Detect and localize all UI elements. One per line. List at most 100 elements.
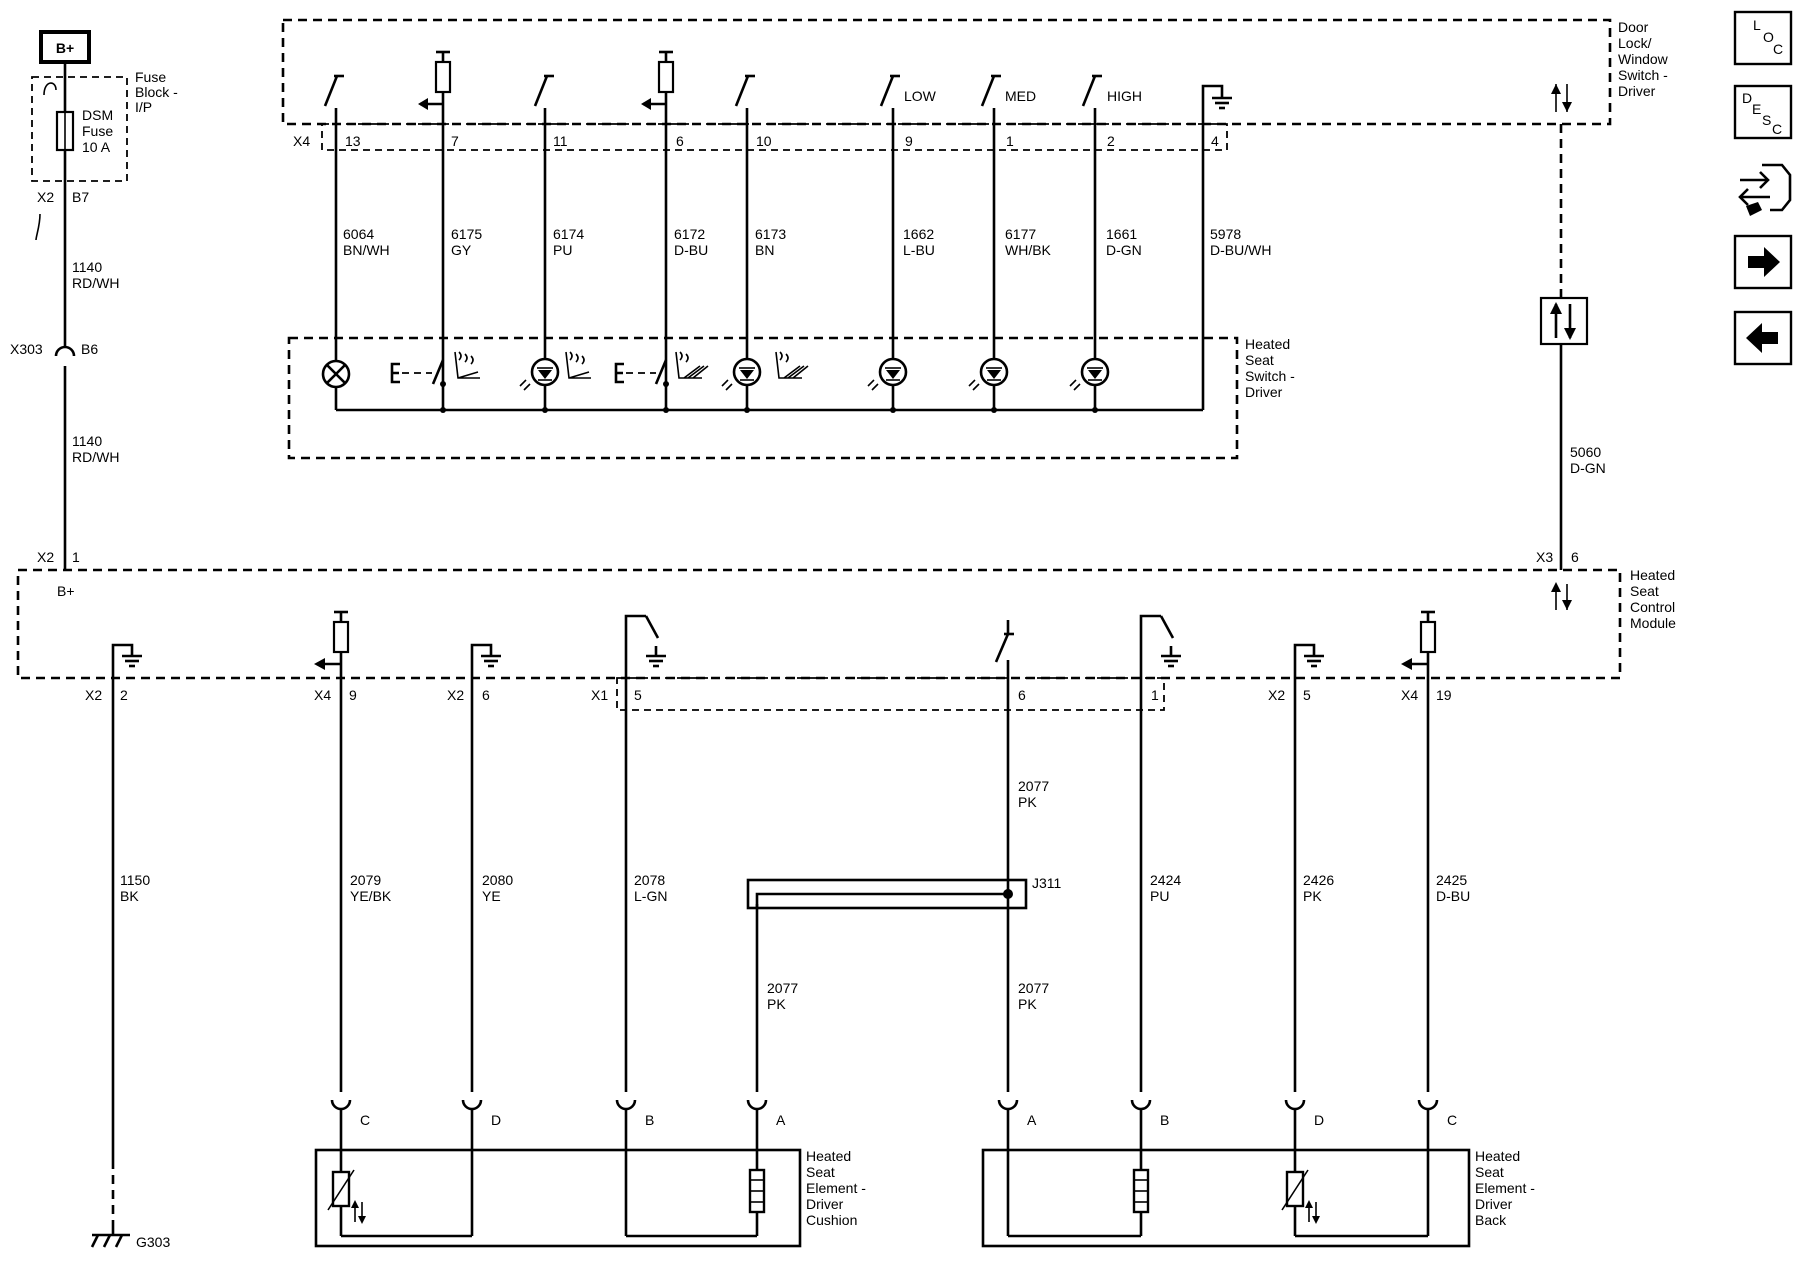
door-pin-13: 13	[345, 133, 361, 149]
mod-conn-7: X2	[1268, 687, 1285, 703]
back-pin-d: D	[1314, 1112, 1324, 1128]
loc-letter-o: O	[1763, 29, 1774, 45]
wire-6174-color: PU	[553, 242, 572, 258]
wire-2079-num: 2079	[350, 872, 381, 888]
previous-page-button[interactable]	[1733, 310, 1793, 366]
wire-1150-num: 1150	[120, 872, 150, 888]
speed-label-low: LOW	[904, 88, 937, 104]
x3-pin-label: 6	[1571, 549, 1579, 565]
serial-data-wire: 5060 D-GN X3 6	[1536, 124, 1606, 570]
module-switch-ground-2	[1139, 614, 1181, 678]
wire-6174-num: 6174	[553, 226, 584, 242]
door-pin-9: 9	[905, 133, 913, 149]
wire-6172-num: 6172	[674, 226, 705, 242]
cushion-title-4: Driver	[806, 1196, 844, 1212]
mod-pin-4: 5	[634, 687, 642, 703]
wire-2080-color: YE	[482, 888, 501, 904]
next-page-button[interactable]	[1733, 234, 1793, 290]
back-temp-arrows-icon	[1305, 1200, 1320, 1224]
module-bplus-label: B+	[57, 583, 75, 599]
wire-6064-num: 6064	[343, 226, 374, 242]
back-title-1: Heated	[1475, 1148, 1520, 1164]
switch-contact-13	[323, 74, 344, 107]
wire-2078-color: L-GN	[634, 888, 667, 904]
module-switch-contact	[994, 620, 1014, 663]
door-switch-title-5: Driver	[1618, 83, 1656, 99]
mod-conn-4: X1	[591, 687, 608, 703]
led-icon-10	[721, 357, 762, 391]
ground-g303: G303	[90, 1225, 170, 1250]
next-arrow-icon	[1748, 247, 1780, 277]
led-icon-low	[867, 357, 908, 391]
wire-6177-color: WH/BK	[1005, 242, 1052, 258]
fuse-block-title-1: Fuse	[135, 69, 166, 85]
heated-switch-title-3: Switch -	[1245, 368, 1295, 384]
cushion-title-3: Element -	[806, 1180, 866, 1196]
ground-icon	[1201, 84, 1232, 124]
door-pin-2: 2	[1107, 133, 1115, 149]
wire-2079-color: YE/BK	[350, 888, 392, 904]
indicator-lamp-icon	[321, 359, 351, 389]
feed-wire-color-1: RD/WH	[72, 275, 119, 291]
x303-connector: X303 B6	[10, 341, 98, 357]
wire-2078-num: 2078	[634, 872, 665, 888]
heated-seat-element-back: Heated Seat Element - Driver Back	[981, 1108, 1535, 1248]
door-pin-11: 11	[553, 133, 568, 149]
cushion-title-1: Heated	[806, 1148, 851, 1164]
module-switch-ground-1	[624, 614, 666, 678]
module-serial-data-icon	[1551, 582, 1572, 610]
wire-2426-color: PK	[1303, 888, 1322, 904]
fuse-label-3: 10 A	[82, 139, 111, 155]
mod-pin-3: 6	[482, 687, 490, 703]
location-button[interactable]: L O C	[1733, 10, 1793, 66]
desc-letter-e: E	[1752, 101, 1761, 117]
fuse-block: Fuse Block - I/P DSM Fuse 10 A X2 B7	[31, 69, 178, 241]
back-title-4: Driver	[1475, 1196, 1513, 1212]
description-button[interactable]: D E S C	[1733, 84, 1793, 140]
seat-heat-icon	[454, 351, 480, 379]
heated-switch-title-1: Heated	[1245, 336, 1290, 352]
module-x2-pin-label: 1	[72, 549, 80, 565]
wire-2077-top-num: 2077	[1018, 778, 1049, 794]
wire-5060-color: D-GN	[1570, 460, 1606, 476]
serial-data-icon	[1551, 84, 1572, 112]
wire-6175-num: 6175	[451, 226, 482, 242]
fuse-label-2: Fuse	[82, 123, 113, 139]
wire-6064-color: BN/WH	[343, 242, 390, 258]
switch-contact-11	[533, 74, 554, 107]
fuse-pin-label: B7	[72, 189, 89, 205]
wire-2425-color: D-BU	[1436, 888, 1470, 904]
mod-conn-3: X2	[447, 687, 464, 703]
fuse-conn-label: X2	[37, 189, 54, 205]
wire-2426-num: 2426	[1303, 872, 1334, 888]
seat-back-heat-icon-2	[775, 351, 809, 379]
fuse-label-1: DSM	[82, 107, 113, 123]
wire-2080-num: 2080	[482, 872, 513, 888]
heated-seat-switch: Heated Seat Switch - Driver	[287, 336, 1295, 460]
connector-icon	[1738, 163, 1792, 216]
switch-contact-9	[879, 74, 900, 107]
switch-wires	[334, 106, 1205, 412]
led-icon-med	[968, 357, 1009, 391]
ground-label: G303	[136, 1234, 170, 1250]
heated-seat-element-cushion: Heated Seat Element - Driver Cushion	[314, 1108, 866, 1248]
connector-end-view-button[interactable]	[1738, 163, 1792, 216]
led-icon-11	[519, 357, 560, 391]
element-connectors: C D B A A B D C	[330, 1099, 1457, 1128]
mod-conn-1: X2	[85, 687, 102, 703]
module-pullup-2	[1401, 610, 1437, 678]
desc-letter-d: D	[1742, 90, 1752, 106]
module-title-2: Seat	[1630, 583, 1659, 599]
wire-1661-color: D-GN	[1106, 242, 1142, 258]
fuse-block-title-2: Block -	[135, 84, 178, 100]
speed-label-high: HIGH	[1107, 88, 1142, 104]
door-lock-window-switch: Door Lock/ Window Switch - Driver X4 LOW…	[281, 18, 1669, 151]
wire-2424-num: 2424	[1150, 872, 1181, 888]
mod-conn-8: X4	[1401, 687, 1418, 703]
door-pin-7: 7	[451, 133, 459, 149]
wire-1661-num: 1661	[1106, 226, 1137, 242]
cushion-pin-c: C	[360, 1112, 370, 1128]
wire-2425-num: 2425	[1436, 872, 1467, 888]
